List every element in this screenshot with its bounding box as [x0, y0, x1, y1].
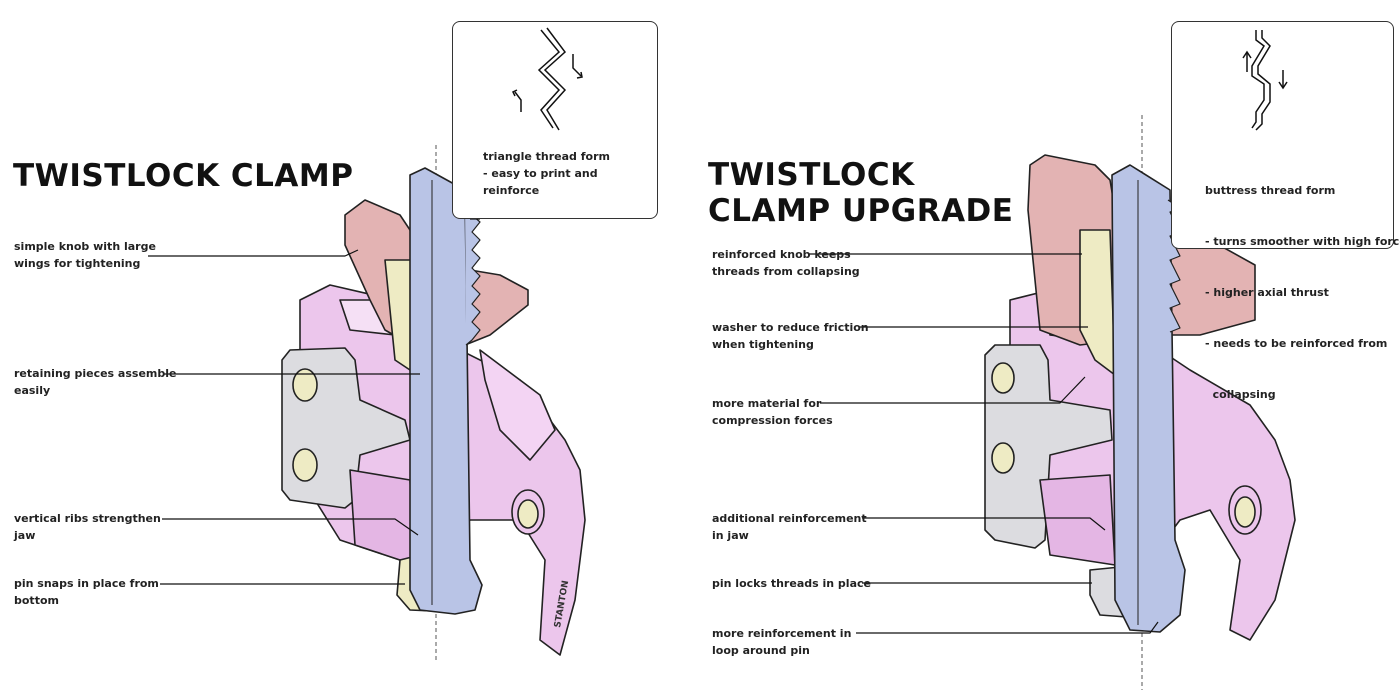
- label-line: additional reinforcement: [712, 512, 867, 525]
- label-line: loop around pin: [712, 644, 810, 657]
- right-title-line2: CLAMP UPGRADE: [708, 193, 1014, 229]
- right-washer: [1079, 229, 1116, 376]
- right-title: TWISTLOCK CLAMP UPGRADE: [708, 157, 1013, 229]
- right-clamp-drawing: [984, 115, 1296, 690]
- left-title: TWISTLOCK CLAMP: [13, 158, 354, 194]
- left-label-ribs: vertical ribs strengthen jaw: [14, 510, 161, 544]
- right-screw: [1111, 164, 1186, 633]
- label-line: in jaw: [712, 529, 749, 542]
- label-line: simple knob with large: [14, 240, 156, 253]
- left-callout-heading: triangle thread form: [483, 150, 610, 163]
- right-label-washer: washer to reduce friction when tightenin…: [712, 319, 869, 353]
- left-callout-bullet: - easy to print and reinforce: [483, 167, 598, 197]
- left-label-pin: pin snaps in place from bottom: [14, 575, 159, 609]
- label-line: wings for tightening: [14, 257, 141, 270]
- right-retaining-piece: [984, 344, 1113, 549]
- label-line: reinforced knob keeps: [712, 248, 851, 261]
- label-line: threads from collapsing: [712, 265, 860, 278]
- triangle-thread-icon: [511, 27, 583, 131]
- label-line: easily: [14, 384, 51, 397]
- left-clamp-drawing: STANTON: [281, 145, 586, 662]
- right-label-jaw: additional reinforcement in jaw: [712, 510, 867, 544]
- right-callout-bullet: - turns smoother with high force: [1205, 235, 1400, 248]
- right-title-line1: TWISTLOCK: [708, 157, 915, 193]
- right-label-knob: reinforced knob keeps threads from colla…: [712, 246, 860, 280]
- left-screw: [409, 167, 483, 615]
- label-line: pin snaps in place from: [14, 577, 159, 590]
- left-callout-box: triangle thread form - easy to print and…: [452, 21, 658, 219]
- right-label-pin: pin locks threads in place: [712, 575, 871, 592]
- right-callout-bullet: - needs to be reinforced from: [1205, 337, 1388, 350]
- leader-lines: [148, 218, 1159, 634]
- buttress-thread-icon: [1242, 30, 1288, 131]
- right-callout-bullet: collapsing: [1205, 388, 1276, 401]
- label-line: jaw: [14, 529, 36, 542]
- label-line: retaining pieces assemble: [14, 367, 177, 380]
- right-label-material: more material for compression forces: [712, 395, 833, 429]
- right-callout-bullet: - higher axial thrust: [1205, 286, 1329, 299]
- label-line: vertical ribs strengthen: [14, 512, 161, 525]
- label-line: when tightening: [712, 338, 814, 351]
- left-label-retaining: retaining pieces assemble easily: [14, 365, 176, 399]
- label-line: bottom: [14, 594, 59, 607]
- left-label-knob: simple knob with large wings for tighten…: [14, 238, 156, 272]
- label-line: more material for: [712, 397, 822, 410]
- right-label-loop: more reinforcement in loop around pin: [712, 625, 851, 659]
- right-callout-heading: buttress thread form: [1205, 184, 1336, 197]
- right-callout-box: buttress thread form - turns smoother wi…: [1171, 21, 1400, 401]
- label-line: compression forces: [712, 414, 833, 427]
- label-line: washer to reduce friction: [712, 321, 869, 334]
- label-line: pin locks threads in place: [712, 577, 871, 590]
- label-line: more reinforcement in: [712, 627, 852, 640]
